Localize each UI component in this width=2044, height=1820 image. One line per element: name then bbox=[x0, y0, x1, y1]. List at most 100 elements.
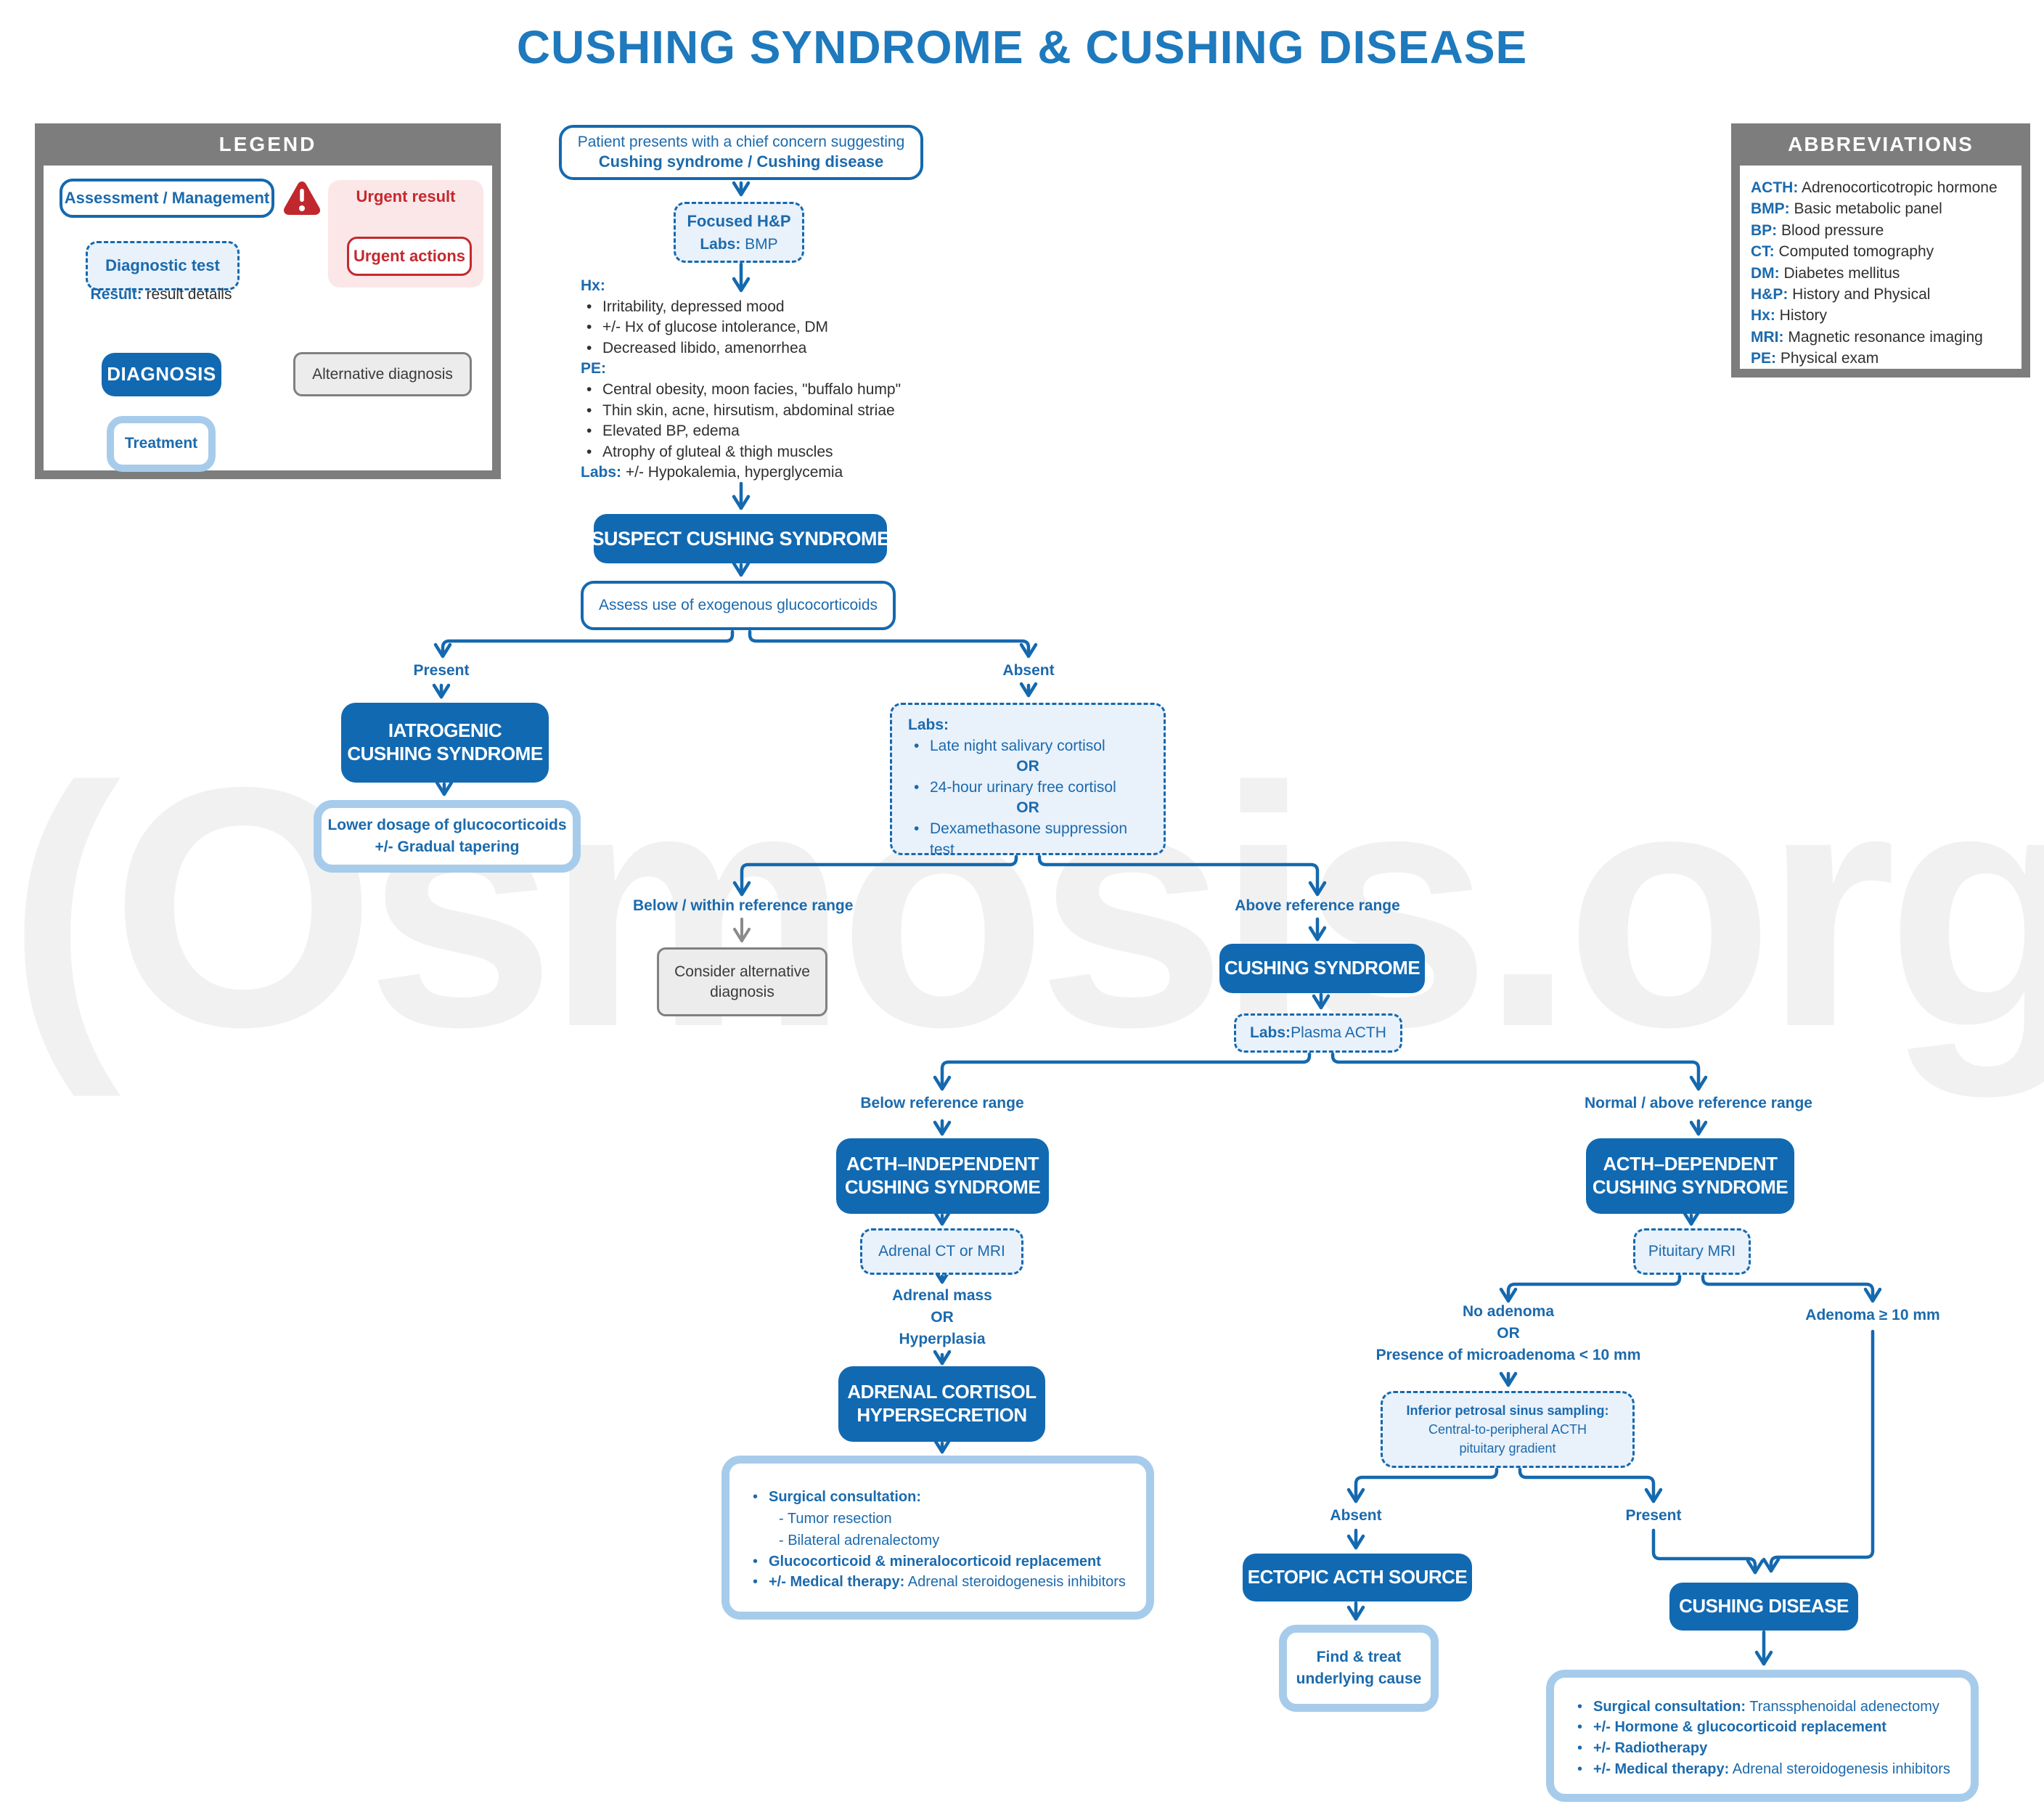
adrenal-treatment-list: Surgical consultation: bbox=[747, 1487, 921, 1508]
abbr-item: DM: Diabetes mellitus bbox=[1751, 264, 1900, 282]
page-title: CUSHING SYNDROME & CUSHING DISEASE bbox=[516, 21, 1528, 73]
history-physical-findings: Hx: Irritability, depressed mood +/- Hx … bbox=[581, 276, 1016, 483]
or-separator: OR bbox=[1497, 1325, 1520, 1342]
branch-label-present: Present bbox=[413, 662, 470, 679]
or-separator: OR bbox=[931, 1309, 954, 1326]
acth-independent-box: ACTH–INDEPENDENT CUSHING SYNDROME bbox=[836, 1138, 1049, 1214]
cushing-disease-box: CUSHING DISEASE bbox=[1669, 1583, 1858, 1631]
branch-label-below-ref: Below reference range bbox=[860, 1095, 1024, 1111]
treatment-item: Surgical consultation: bbox=[747, 1487, 921, 1508]
abbr-item: PE: Physical exam bbox=[1751, 350, 1879, 367]
connector-present-to-disease bbox=[1651, 1528, 1765, 1575]
ectopic-treatment-box: Find & treat underlying cause bbox=[1279, 1625, 1439, 1712]
abbr-item: CT: Computed tomography bbox=[1751, 243, 1934, 261]
connector-ipss-to-absent bbox=[1346, 1467, 1499, 1503]
branch-label-ipss-present: Present bbox=[1625, 1507, 1682, 1524]
branch-label-ipss-absent: Absent bbox=[1330, 1507, 1382, 1524]
iatrogenic-treatment-box: Lower dosage of glucocorticoids +/- Grad… bbox=[314, 800, 581, 873]
disease-treatment-box: Surgical consultation: Transsphenoidal a… bbox=[1546, 1670, 1979, 1802]
treatment-subitem: - Bilateral adrenalectomy bbox=[779, 1532, 940, 1548]
connector-ipss-to-present bbox=[1518, 1467, 1663, 1503]
abbr-item: Hx: History bbox=[1751, 307, 1828, 325]
abbreviations-list: ACTH: Adrenocorticotropic hormone BMP: B… bbox=[1751, 177, 2012, 370]
iatrogenic-tx-line2: +/- Gradual tapering bbox=[375, 838, 520, 855]
screening-labs-list: Dexamethasone suppression test bbox=[908, 819, 1148, 860]
treatment-item: +/- Radiotherapy bbox=[1571, 1738, 1950, 1759]
adrenal-hypersecretion-box: ADRENAL CORTISOL HYPERSECRETION bbox=[838, 1366, 1045, 1442]
no-adenoma-label: No adenoma bbox=[1462, 1303, 1555, 1320]
adrenal-ct-mri-box: Adrenal CT or MRI bbox=[860, 1228, 1023, 1275]
screening-labs-list: Late night salivary cortisol bbox=[908, 736, 1148, 757]
legend-diagnosis-box: DIAGNOSIS bbox=[102, 353, 221, 396]
legend-urgent-result: Urgent result bbox=[356, 187, 456, 205]
pe-label: PE: bbox=[581, 360, 607, 378]
focused-hp-box: Focused H&P Labs: BMP bbox=[674, 202, 804, 263]
labs-findings-line: Labs: +/- Hypokalemia, hyperglycemia bbox=[581, 464, 843, 481]
connector-mri-to-noadenoma bbox=[1499, 1274, 1682, 1303]
iatrogenic-cushing-box: IATROGENIC CUSHING SYNDROME bbox=[341, 703, 549, 783]
acth-dependent-box: ACTH–DEPENDENT CUSHING SYNDROME bbox=[1586, 1138, 1794, 1214]
patient-presents-box: Patient presents with a chief concern su… bbox=[559, 125, 923, 180]
patient-line1: Patient presents with a chief concern su… bbox=[577, 134, 905, 151]
legend-result-label: Result: bbox=[90, 286, 142, 303]
screening-lab-item: Dexamethasone suppression test bbox=[908, 819, 1148, 860]
cushing-syndrome-box: CUSHING SYNDROME bbox=[1219, 944, 1425, 993]
ectopic-acth-box: ECTOPIC ACTH SOURCE bbox=[1243, 1554, 1472, 1601]
hx-list: Irritability, depressed mood +/- Hx of g… bbox=[581, 297, 1016, 359]
adrenal-treatment-box: Surgical consultation: - Tumor resection… bbox=[721, 1456, 1154, 1620]
abbr-item: MRI: Magnetic resonance imaging bbox=[1751, 328, 1983, 346]
connector-adenoma-to-disease bbox=[1762, 1329, 1875, 1573]
warning-triangle-icon bbox=[283, 181, 321, 215]
pe-list: Central obesity, moon facies, "buffalo h… bbox=[581, 380, 1016, 462]
pe-item: Thin skin, acne, hirsutism, abdominal st… bbox=[581, 401, 1016, 422]
abbr-item: BP: Blood pressure bbox=[1751, 221, 1884, 239]
legend-assessment-box: Assessment / Management bbox=[60, 179, 274, 218]
focused-hp-line: Focused H&P bbox=[687, 211, 791, 230]
adrenal-mass-label: Adrenal mass bbox=[892, 1287, 992, 1304]
ectopic-tx-line2: underlying cause bbox=[1296, 1670, 1422, 1687]
hx-item: Irritability, depressed mood bbox=[581, 297, 1016, 318]
abbr-item: ACTH: Adrenocorticotropic hormone bbox=[1751, 179, 1998, 196]
connector-assess-to-present bbox=[433, 629, 735, 658]
screening-lab-item: Late night salivary cortisol bbox=[908, 736, 1148, 757]
treatment-item: +/- Hormone & glucocorticoid replacement bbox=[1571, 1717, 1950, 1738]
pe-item: Central obesity, moon facies, "buffalo h… bbox=[581, 380, 1016, 401]
abbr-item: H&P: History and Physical bbox=[1751, 286, 1931, 303]
no-adenoma-stack: No adenoma OR Presence of microadenoma <… bbox=[1370, 1301, 1646, 1366]
hx-item: Decreased libido, amenorrhea bbox=[581, 338, 1016, 359]
disease-treatment-list: Surgical consultation: Transsphenoidal a… bbox=[1571, 1697, 1950, 1779]
treatment-item: Surgical consultation: Transsphenoidal a… bbox=[1571, 1697, 1950, 1718]
screening-labs-box: Labs: Late night salivary cortisol OR 24… bbox=[890, 703, 1166, 858]
connector-mri-to-adenoma bbox=[1701, 1274, 1882, 1303]
ipss-line2: Central-to-peripheral ACTH bbox=[1428, 1421, 1587, 1437]
ipss-line1: Inferior petrosal sinus sampling: bbox=[1406, 1403, 1609, 1418]
treatment-subitem: - Tumor resection bbox=[779, 1510, 892, 1527]
screening-labs-label: Labs: bbox=[908, 717, 949, 733]
or-separator: OR bbox=[1016, 758, 1039, 775]
treatment-item: +/- Medical therapy: Adrenal steroidogen… bbox=[747, 1572, 1126, 1593]
branch-label-below-within: Below / within reference range bbox=[633, 897, 854, 914]
patient-line2: Cushing syndrome / Cushing disease bbox=[598, 152, 884, 171]
microadenoma-label: Presence of microadenoma < 10 mm bbox=[1375, 1347, 1641, 1363]
branch-label-above: Above reference range bbox=[1235, 897, 1400, 914]
adrenal-mass-stack: Adrenal mass OR Hyperplasia bbox=[833, 1285, 1051, 1350]
abbreviations-header: ABBREVIATIONS bbox=[1731, 123, 2030, 166]
legend-result-line: Result: result details bbox=[45, 286, 277, 303]
ipss-box: Inferior petrosal sinus sampling: Centra… bbox=[1381, 1391, 1635, 1468]
focused-labs-line: Labs: BMP bbox=[700, 235, 778, 253]
iatrogenic-tx-line1: Lower dosage of glucocorticoids bbox=[327, 816, 567, 833]
connector-assess-to-absent bbox=[748, 629, 1038, 658]
legend-treatment-box: Treatment bbox=[107, 416, 216, 472]
legend-result-value: result details bbox=[142, 286, 232, 303]
treatment-item: Glucocorticoid & mineralocorticoid repla… bbox=[747, 1551, 1126, 1572]
ipss-line3: pituitary gradient bbox=[1459, 1441, 1556, 1456]
adenoma-10mm-label: Adenoma ≥ 10 mm bbox=[1805, 1307, 1940, 1323]
hyperplasia-label: Hyperplasia bbox=[899, 1331, 986, 1347]
treatment-item: +/- Medical therapy: Adrenal steroidogen… bbox=[1571, 1759, 1950, 1780]
abbr-item: BMP: Basic metabolic panel bbox=[1751, 200, 1942, 218]
suspect-cushing-box: SUSPECT CUSHING SYNDROME bbox=[591, 514, 890, 563]
pituitary-mri-box: Pituitary MRI bbox=[1633, 1228, 1751, 1275]
pe-item: Atrophy of gluteal & thigh muscles bbox=[581, 442, 1016, 463]
pe-item: Elevated BP, edema bbox=[581, 421, 1016, 442]
